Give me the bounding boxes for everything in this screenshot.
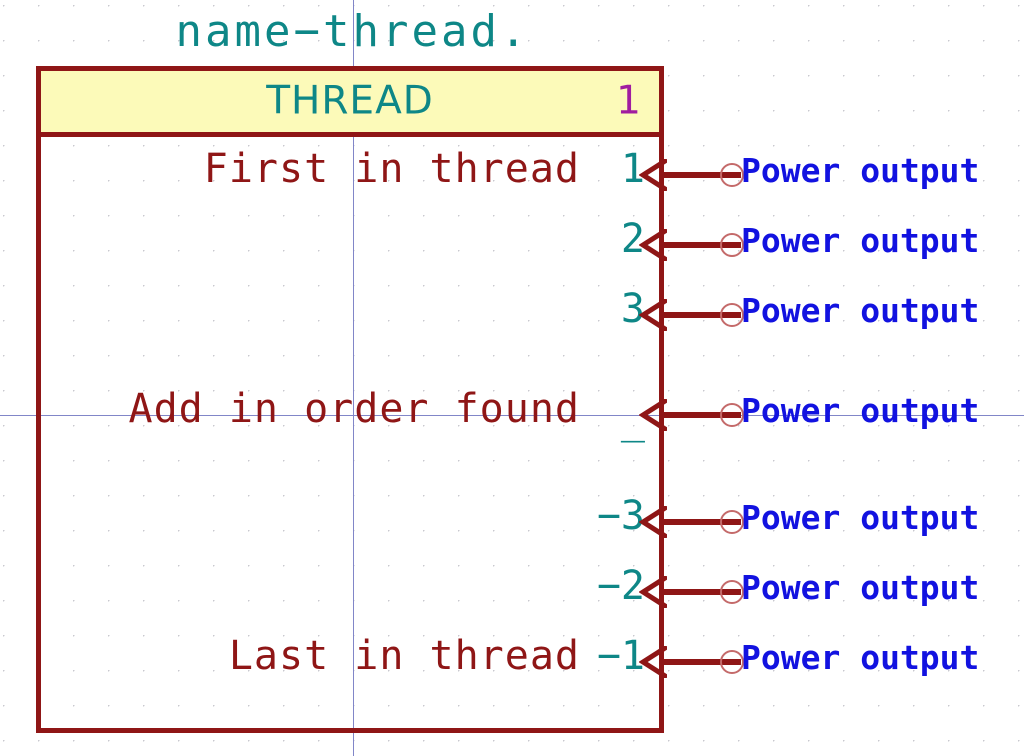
symbol-header-band: THREAD 1 [41, 71, 659, 137]
pin-lead-line [663, 519, 741, 525]
pin-number-label-6[interactable]: −2 [596, 563, 645, 609]
pin-electrical-type-label-6[interactable]: Power output [741, 568, 980, 607]
symbol-unit-number[interactable]: 1 [616, 78, 641, 124]
pin-name-label-7[interactable]: Last in thread [228, 633, 580, 679]
pin-number-label-5[interactable]: −3 [596, 493, 645, 539]
pin-electrical-type-label-5[interactable]: Power output [741, 498, 980, 537]
pin-electrical-type-label-4[interactable]: Power output [741, 391, 980, 430]
pin-input-arrow-icon [639, 399, 667, 431]
pin-input-arrow-icon [639, 299, 667, 331]
pin-lead-line [663, 242, 741, 248]
pin-lead-line [663, 659, 741, 665]
pin-endpoint-circle-icon [720, 163, 744, 187]
pin-number-label-3[interactable]: 3 [620, 286, 645, 332]
pin-name-label-1[interactable]: First in thread [203, 146, 580, 192]
pin-input-arrow-icon [639, 159, 667, 191]
origin-axis-horizontal [0, 415, 1024, 416]
pin-endpoint-circle-icon [720, 403, 744, 427]
pin-electrical-type-label-1[interactable]: Power output [741, 151, 980, 190]
pin-lead-line [663, 312, 741, 318]
pin-number-label-1[interactable]: 1 [620, 146, 645, 192]
pin-electrical-type-label-7[interactable]: Power output [741, 638, 980, 677]
pin-input-arrow-icon [639, 576, 667, 608]
symbol-title-text[interactable]: name−thread. [175, 6, 530, 57]
symbol-body-rectangle[interactable]: THREAD 1 [36, 66, 664, 733]
symbol-reference-text[interactable]: THREAD [266, 78, 434, 124]
pin-endpoint-circle-icon [720, 510, 744, 534]
pin-name-label-4[interactable]: Add in order found [128, 386, 580, 432]
pin-lead-line [663, 589, 741, 595]
pin-endpoint-circle-icon [720, 650, 744, 674]
pin-lead-line [663, 172, 741, 178]
pin-lead-line [663, 412, 741, 418]
pin-endpoint-circle-icon [720, 303, 744, 327]
pin-number-label-2[interactable]: 2 [620, 216, 645, 262]
pin-input-arrow-icon [639, 229, 667, 261]
pin-electrical-type-label-2[interactable]: Power output [741, 221, 980, 260]
origin-axis-vertical [353, 0, 354, 756]
pin-endpoint-circle-icon [720, 233, 744, 257]
pin-input-arrow-icon [639, 646, 667, 678]
pin-number-label-4[interactable]: _ [620, 397, 645, 443]
pin-electrical-type-label-3[interactable]: Power output [741, 291, 980, 330]
pin-input-arrow-icon [639, 506, 667, 538]
pin-endpoint-circle-icon [720, 580, 744, 604]
pin-number-label-7[interactable]: −1 [596, 633, 645, 679]
